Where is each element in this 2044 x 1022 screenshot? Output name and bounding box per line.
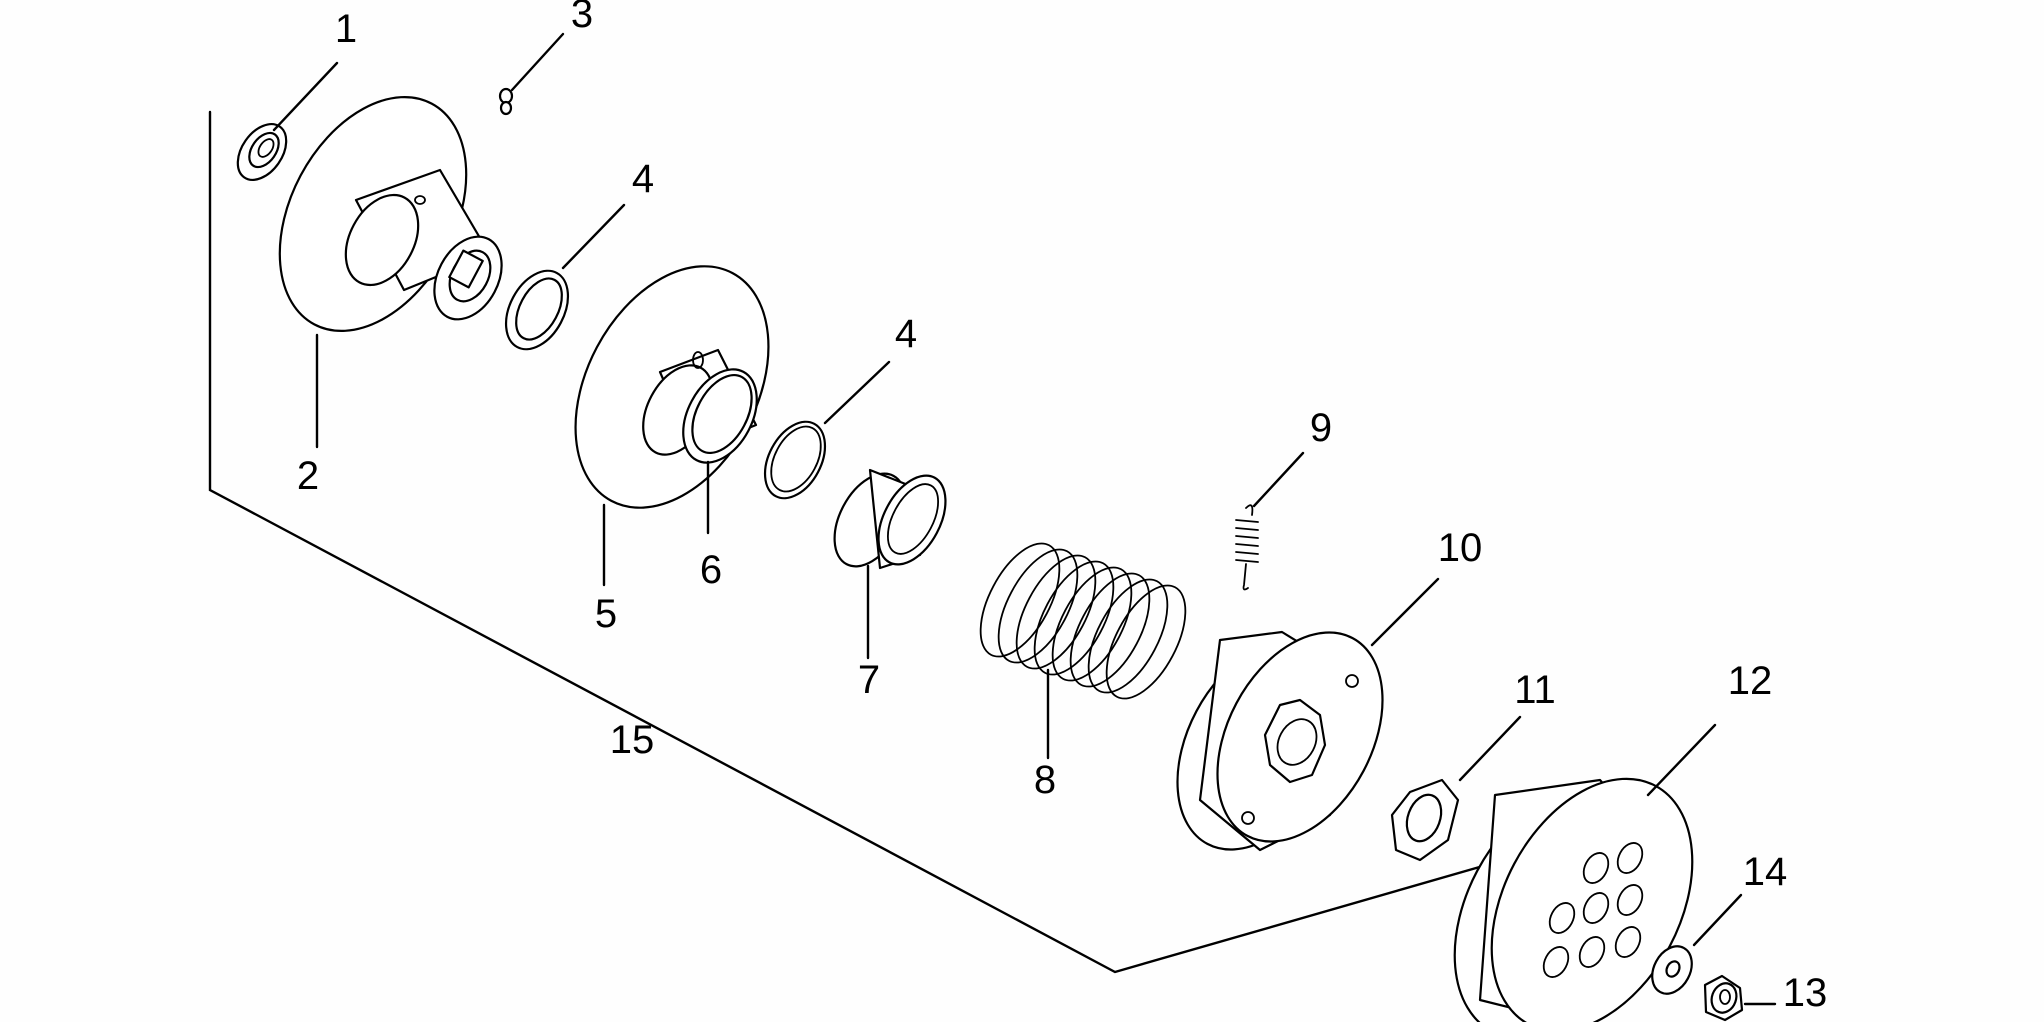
- callout-10: 10: [1438, 526, 1483, 570]
- part-7-collar: [833, 468, 947, 570]
- callout-14: 14: [1743, 850, 1788, 894]
- part-9-tension-spring: [1235, 504, 1259, 591]
- part-4-ring-lower: [763, 420, 827, 500]
- callout-5: 5: [595, 592, 617, 636]
- callout-6: 6: [700, 548, 722, 592]
- callout-9: 9: [1310, 406, 1332, 450]
- callout-8: 8: [1034, 758, 1056, 802]
- callout-1: 1: [335, 7, 357, 51]
- part-13-nut: [1703, 974, 1744, 1022]
- callout-2: 2: [297, 454, 319, 498]
- callout-3: 3: [571, 0, 593, 36]
- part-6-hub: [642, 348, 758, 464]
- callout-15: 15: [610, 718, 655, 762]
- leader-lines: [272, 32, 1777, 1006]
- part-10-clutch-shoes: [1176, 630, 1384, 852]
- assembly-bracket-15: [208, 110, 1492, 974]
- callout-11: 11: [1514, 668, 1556, 712]
- part-2-drive-face: [278, 96, 503, 332]
- part-12-clutch-drum: [1453, 777, 1694, 1022]
- callout-4-upper: 4: [632, 157, 654, 201]
- part-14-washer: [1651, 945, 1693, 995]
- callout-13: 13: [1783, 971, 1828, 1015]
- part-4-ring-upper: [504, 269, 570, 351]
- part-11-lock-washer: [1390, 778, 1460, 862]
- part-3-pin: [498, 87, 514, 116]
- callout-12: 12: [1728, 659, 1773, 703]
- part-8-spring: [979, 542, 1187, 700]
- callout-7: 7: [858, 658, 880, 702]
- callout-4-lower: 4: [895, 312, 917, 356]
- part-1-nut: [236, 123, 288, 181]
